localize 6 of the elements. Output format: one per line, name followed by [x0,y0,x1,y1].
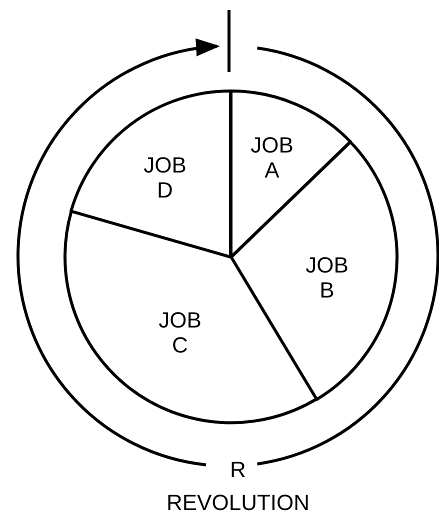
sector-label: JOB D [144,152,186,204]
sector-label: JOB C [158,308,202,358]
sector-label: JOB A [250,132,294,184]
axis-label: R [230,459,246,481]
sector-label: JOB B [306,252,348,304]
caption-label: REVOLUTION [166,492,310,514]
